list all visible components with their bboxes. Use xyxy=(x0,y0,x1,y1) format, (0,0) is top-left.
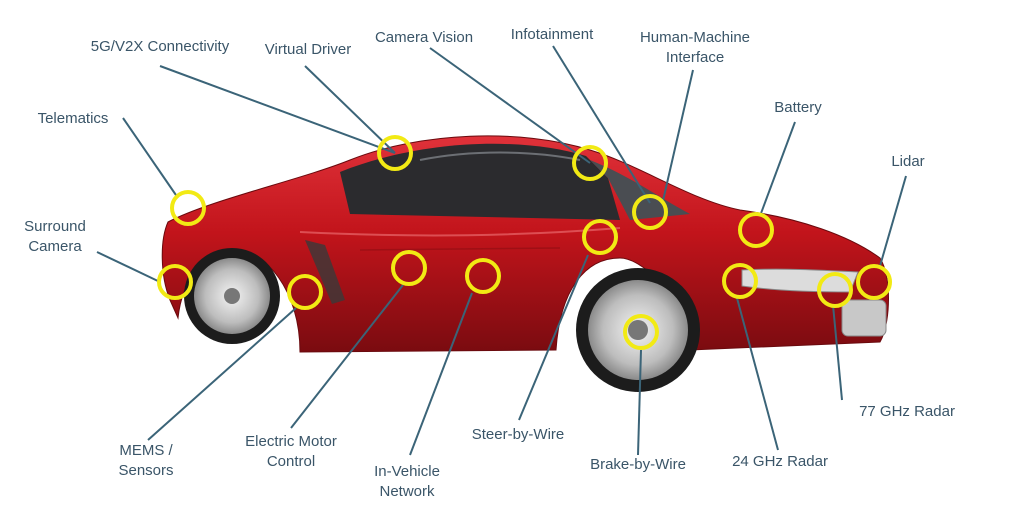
marker-hmi xyxy=(632,194,668,230)
line-lidar xyxy=(879,175,907,267)
marker-brake xyxy=(623,314,659,350)
label-24ghz-radar: 24 GHz Radar xyxy=(732,453,828,470)
line-hmi xyxy=(661,69,694,206)
marker-24ghz xyxy=(722,263,758,299)
label-infotainment: Infotainment xyxy=(510,26,594,43)
label-surround-camera: Surround Camera xyxy=(24,218,86,255)
line-motor xyxy=(290,284,404,429)
label-connectivity: 5G/V2X Connectivity xyxy=(90,38,230,55)
marker-lidar xyxy=(856,264,892,300)
line-telematics xyxy=(122,117,179,199)
marker-surround-camera xyxy=(157,264,193,300)
line-camera-vision xyxy=(429,47,591,164)
line-24ghz xyxy=(736,297,779,451)
marker-steer xyxy=(582,219,618,255)
marker-mems xyxy=(287,274,323,310)
label-77ghz-radar: 77 GHz Radar xyxy=(859,403,955,420)
marker-camera-vision xyxy=(572,145,608,181)
line-brake xyxy=(637,349,642,456)
line-surround-camera xyxy=(96,251,161,283)
line-77ghz xyxy=(832,304,843,401)
label-lidar: Lidar xyxy=(891,153,925,170)
label-virtual-driver: Virtual Driver xyxy=(264,41,352,58)
label-mems-sensors: MEMS / Sensors xyxy=(118,442,174,479)
line-virtual-driver xyxy=(304,65,396,154)
marker-telematics xyxy=(170,190,206,226)
rear-wheel xyxy=(184,248,280,344)
leader-lines xyxy=(96,45,907,456)
label-electric-motor: Electric Motor Control xyxy=(245,433,337,470)
marker-network xyxy=(465,258,501,294)
label-steer-by-wire: Steer-by-Wire xyxy=(471,426,565,443)
label-telematics: Telematics xyxy=(37,110,109,127)
line-network xyxy=(409,292,473,456)
marker-77ghz xyxy=(817,272,853,308)
line-infotainment xyxy=(552,45,651,204)
line-steer xyxy=(518,254,589,421)
line-mems xyxy=(147,307,297,441)
label-battery: Battery xyxy=(774,99,822,116)
front-wheel xyxy=(576,268,700,392)
line-battery xyxy=(759,121,796,217)
label-hmi: Human-Machine Interface xyxy=(639,29,751,66)
label-in-vehicle-network: In-Vehicle Network xyxy=(374,463,440,500)
marker-battery xyxy=(738,212,774,248)
line-connectivity xyxy=(159,65,396,154)
label-brake-by-wire: Brake-by-Wire xyxy=(590,456,686,473)
marker-virtual-driver xyxy=(377,135,413,171)
marker-motor xyxy=(391,250,427,286)
label-camera-vision: Camera Vision xyxy=(374,29,474,46)
